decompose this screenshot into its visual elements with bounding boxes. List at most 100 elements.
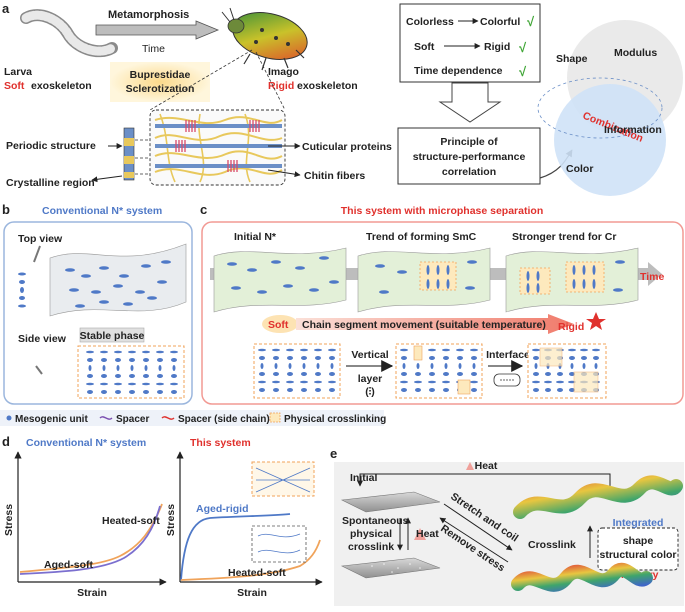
integrated-label: Integrated: [613, 517, 664, 529]
initial-n-label: Initial N*: [234, 231, 277, 243]
principle-line-2: structure-performance: [413, 151, 526, 163]
left-chart-title: Conventional N* system: [26, 437, 146, 449]
left-y-label: Stress: [3, 504, 15, 536]
rigid-state-label: Rigid: [558, 321, 584, 333]
left-x-label: Strain: [77, 587, 107, 599]
sclerotization-label: Sclerotization: [126, 83, 195, 95]
venn-shape-label: Shape: [556, 53, 588, 65]
principle-line-1: Principle of: [440, 136, 498, 148]
time-label: Time: [142, 43, 165, 55]
right-y-label: Stress: [165, 504, 177, 536]
legend-mesogenic: Mesogenic unit: [15, 414, 88, 425]
periodic-link-lines: [135, 139, 150, 175]
stable-phase-label: Stable phase: [80, 330, 145, 342]
structural-color-label: structural color: [599, 549, 676, 561]
right-inset-soft-pattern: [257, 533, 301, 554]
larva-exoskeleton-label: exoskeleton: [31, 80, 92, 92]
right-inset-rigid-pattern: [255, 467, 311, 493]
chart-left: [14, 451, 167, 586]
principle-line-3: correlation: [442, 166, 496, 178]
property-box: [399, 3, 541, 83]
remove-stress-arrow: [439, 517, 509, 563]
spontaneous-line-2: physical: [350, 528, 392, 540]
right-heated-soft-label: Heated-soft: [228, 567, 286, 579]
time-dependence-label: Time dependence: [414, 65, 503, 77]
right-heated-soft-curve: [180, 539, 321, 581]
interface-label: Interface: [486, 349, 530, 361]
panel-label-d: d: [2, 434, 10, 449]
spontaneous-line-3: crosslink: [348, 541, 394, 553]
zoom-lines: [149, 49, 286, 111]
venn-diagram: [537, 20, 683, 196]
crosslink-label: Crosslink: [528, 539, 576, 551]
metamorphosis-label: Metamorphosis: [108, 9, 189, 21]
check-rigid: √: [519, 40, 527, 55]
chart-right: [176, 451, 323, 586]
right-aged-rigid-label: Aged-rigid: [196, 503, 249, 515]
helix-top: [513, 475, 683, 519]
film-mesogens: [227, 256, 625, 294]
chain-movement-label: Chain segment movement (suitable tempera…: [302, 319, 546, 331]
panel-label-b: b: [2, 202, 10, 217]
buprestidae-label: Buprestidae: [130, 69, 191, 81]
top-view-stack: [18, 272, 26, 308]
left-heated-soft-curve: [19, 503, 163, 573]
fiber-structure: [154, 113, 283, 183]
periodic-label: Periodic structure: [6, 140, 96, 152]
left-heated-soft-label: Heated-soft: [102, 515, 160, 527]
legend-physical-icon: [269, 412, 281, 423]
chitin-label: Chitin fibers: [304, 170, 365, 182]
cr-domain-2: [573, 371, 599, 393]
panel-b-title: Conventional N* system: [42, 205, 162, 217]
larva-label: Larva: [4, 66, 32, 78]
heat-mid-icon: [414, 528, 426, 540]
legend-spacer-side-icon: [161, 416, 175, 420]
check-colorful: √: [527, 14, 535, 29]
top-view-label: Top view: [18, 233, 63, 245]
heat-top-icon: [466, 462, 474, 470]
crystalline-label: Crystalline region: [6, 177, 95, 189]
top-view-mesogens: [65, 260, 171, 308]
chitin-arrow: [267, 169, 301, 178]
integrated-box: [597, 527, 679, 571]
heat-mid-label: Heat: [416, 528, 439, 540]
smc-layer-marker: [413, 345, 423, 361]
shape-label: shape: [623, 535, 654, 547]
right-chart-title: This system: [190, 437, 251, 449]
nstar-box: [253, 343, 341, 399]
principle-box: [397, 127, 541, 185]
chain-movement-arrow: [296, 314, 574, 334]
legend-physical: Physical crosslinking: [284, 414, 386, 425]
soft-glow: [262, 315, 298, 333]
colorful-label: Colorful: [480, 16, 520, 28]
larva-soft-label: Soft: [4, 80, 25, 92]
vertical-label: Vertical: [351, 349, 388, 361]
plate-initial: [340, 491, 441, 513]
legend-mesogenic-icon: [6, 415, 12, 421]
layer-symbol: (⫶): [365, 386, 375, 398]
down-arrow: [438, 82, 502, 123]
nstar-columns: [258, 348, 336, 392]
trend-smc-label: Trend of forming SmC: [366, 231, 477, 243]
cr-domain-1: [539, 347, 563, 367]
legend-bar: [0, 410, 384, 426]
top-view-pointer: [33, 245, 41, 263]
soft-state-label: Soft: [268, 319, 289, 331]
legend-spacer-icon: [99, 416, 113, 420]
legend-spacer: Spacer: [116, 414, 149, 425]
colorless-label: Colorless: [406, 16, 454, 28]
imago-rigid-label: Rigid: [268, 80, 294, 92]
right-x-label: Strain: [237, 587, 267, 599]
soft-label: Soft: [414, 41, 435, 53]
star-icon: [586, 312, 606, 330]
side-view-label: Side view: [18, 333, 67, 345]
smc-layer-marker-2: [457, 379, 471, 395]
rigid-label: Rigid: [484, 41, 510, 53]
stable-phase-box: [77, 345, 185, 399]
heat-top-label: Heat: [475, 460, 498, 472]
helix-bottom: [511, 562, 653, 592]
left-aged-soft-curve: [19, 505, 161, 575]
periodic-bar: [123, 127, 135, 181]
stable-phase-label-bg: [79, 327, 145, 343]
